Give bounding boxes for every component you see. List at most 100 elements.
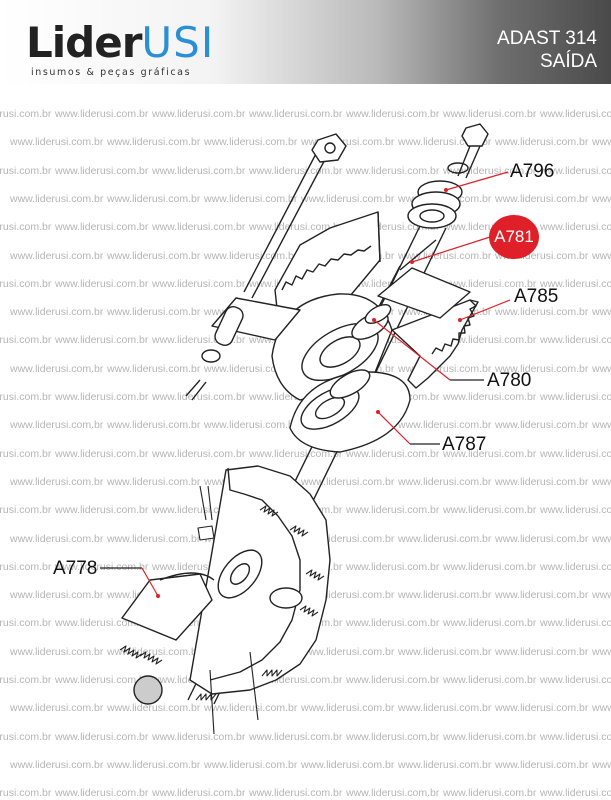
watermark-text: www.liderusi.com.br [398, 419, 492, 432]
watermark-text: www.liderusi.com.br [107, 532, 201, 545]
watermark-text: www.liderusi.com.br [540, 787, 611, 800]
watermark-text: www.liderusi.com.br [249, 164, 343, 177]
watermark-text: www.liderusi.com.br [55, 504, 149, 517]
watermark-text: www.liderusi.com.br [204, 136, 298, 149]
watermark-text: www.liderusi.com.br [592, 589, 611, 602]
watermark-text: www.liderusi.com.br [346, 560, 440, 573]
watermark-text: www.liderusi.com.br [346, 447, 440, 460]
watermark-text: www.liderusi.com.br [0, 221, 52, 234]
watermark-text: www.liderusi.com.br [107, 136, 201, 149]
watermark-text: www.liderusi.com.br [346, 674, 440, 686]
watermark-text: www.liderusi.com.br [10, 702, 104, 715]
watermark-text: www.liderusi.com.br [443, 447, 537, 460]
section-name: SAÍDA [539, 51, 597, 72]
watermark-text: www.liderusi.com.br [301, 702, 395, 715]
watermark-text: www.liderusi.com.br [10, 475, 104, 488]
bolt-top [447, 123, 489, 179]
watermark-text: www.liderusi.com.br [443, 560, 537, 573]
watermark-text: www.liderusi.com.br [204, 419, 298, 432]
watermark-text: www.liderusi.com.br [495, 589, 589, 602]
springs [119, 485, 325, 735]
bearing-upper [407, 180, 463, 229]
watermark-text: www.liderusi.com.br [443, 504, 537, 517]
watermark-text: www.liderusi.com.br [249, 787, 343, 800]
watermark-text: www.liderusi.com.br [55, 164, 149, 177]
watermark-text: www.liderusi.com.br [398, 702, 492, 715]
watermark-text: www.liderusi.com.br [152, 447, 246, 460]
header-banner: LiderUSI insumos & peças gráficas ADAST … [0, 0, 611, 84]
watermark-text: www.liderusi.com.br [443, 334, 537, 347]
lever-lower-left [121, 572, 215, 705]
watermark-text: www.liderusi.com.br [495, 306, 589, 319]
watermark-text: www.liderusi.com.br [592, 192, 611, 205]
watermark-text: www.liderusi.com.br [107, 249, 201, 262]
watermark-text: www.liderusi.com.br [301, 192, 395, 205]
watermark-text: www.liderusi.com.br [10, 589, 104, 602]
machine-model: ADAST 314 [497, 28, 597, 49]
watermark-text: www.liderusi.com.br [10, 532, 104, 545]
watermark-text: www.liderusi.com.br [443, 108, 537, 120]
logo-tagline: insumos & peças gráficas [31, 67, 192, 78]
watermark-text: www.liderusi.com.br [10, 362, 104, 375]
watermark-text: www.liderusi.com.br [540, 108, 611, 120]
watermark-text: www.liderusi.com.br [55, 560, 149, 573]
segment-gear-bottom [189, 465, 331, 695]
logo: LiderUSI [26, 20, 214, 66]
watermark-row: www.liderusi.com.brwww.liderusi.com.brww… [0, 448, 611, 460]
tie-rod [243, 133, 347, 299]
watermark-text: www.liderusi.com.br [495, 645, 589, 658]
watermark-text: www.liderusi.com.br [540, 504, 611, 517]
watermark-text: www.liderusi.com.br [10, 306, 104, 319]
watermark-text: www.liderusi.com.br [398, 645, 492, 658]
logo-primary: Lider [26, 18, 142, 67]
watermark-text: www.liderusi.com.br [540, 391, 611, 403]
watermark-text: www.liderusi.com.br [107, 192, 201, 205]
watermark-text: www.liderusi.com.br [0, 504, 52, 517]
watermark-text: www.liderusi.com.br [443, 391, 537, 403]
watermark-text: www.liderusi.com.br [204, 249, 298, 262]
watermark-text: www.liderusi.com.br [398, 589, 492, 602]
part-label-a785: A785 [514, 286, 559, 307]
watermark-text: www.liderusi.com.br [249, 108, 343, 120]
watermark-text: www.liderusi.com.br [443, 617, 537, 630]
watermark-text: www.liderusi.com.br [55, 334, 149, 347]
watermark-text: www.liderusi.com.br [55, 108, 149, 120]
watermark-text: www.liderusi.com.br [398, 475, 492, 488]
watermark-text: www.liderusi.com.br [152, 221, 246, 234]
watermark-text: www.liderusi.com.br [55, 787, 149, 800]
watermark-text: www.liderusi.com.br [107, 419, 201, 432]
watermark-text: www.liderusi.com.br [249, 447, 343, 460]
watermark-text: www.liderusi.com.br [204, 702, 298, 715]
watermark-text: www.liderusi.com.br [495, 419, 589, 432]
watermark-text: www.liderusi.com.br [55, 447, 149, 460]
watermark-text: www.liderusi.com.br [0, 617, 52, 630]
part-label-a780: A780 [487, 370, 532, 391]
watermark-row: www.liderusi.com.brwww.liderusi.com.brww… [0, 278, 611, 290]
watermark-text: www.liderusi.com.br [152, 730, 246, 743]
watermark-text: www.liderusi.com.br [249, 730, 343, 743]
watermark-text: www.liderusi.com.br [0, 674, 52, 686]
part-label-a796: A796 [510, 161, 555, 182]
leader-a796 [445, 171, 509, 191]
watermark-text: www.liderusi.com.br [495, 136, 589, 149]
watermark-text: www.liderusi.com.br [204, 192, 298, 205]
watermark-text: www.liderusi.com.br [107, 306, 201, 319]
arm-bracket [377, 239, 471, 319]
watermark-text: www.liderusi.com.br [10, 758, 104, 771]
watermark-text: www.liderusi.com.br [540, 221, 611, 234]
watermark-text: www.liderusi.com.br [0, 787, 52, 800]
watermark-text: www.liderusi.com.br [540, 560, 611, 573]
watermark-text: www.liderusi.com.br [0, 447, 52, 460]
watermark-text: www.liderusi.com.br [592, 475, 611, 488]
watermark-row: www.liderusi.com.brwww.liderusi.com.brww… [0, 787, 611, 799]
watermark-text: www.liderusi.com.br [0, 164, 52, 177]
part-label-a778: A778 [53, 558, 98, 579]
watermark-text: www.liderusi.com.br [346, 164, 440, 177]
watermark-text: www.liderusi.com.br [495, 532, 589, 545]
watermark-text: www.liderusi.com.br [107, 362, 201, 375]
watermark-text: www.liderusi.com.br [0, 108, 52, 120]
page-title: ADAST 314 SAÍDA [497, 27, 597, 73]
leader-a785 [459, 299, 511, 321]
watermark-text: www.liderusi.com.br [495, 475, 589, 488]
